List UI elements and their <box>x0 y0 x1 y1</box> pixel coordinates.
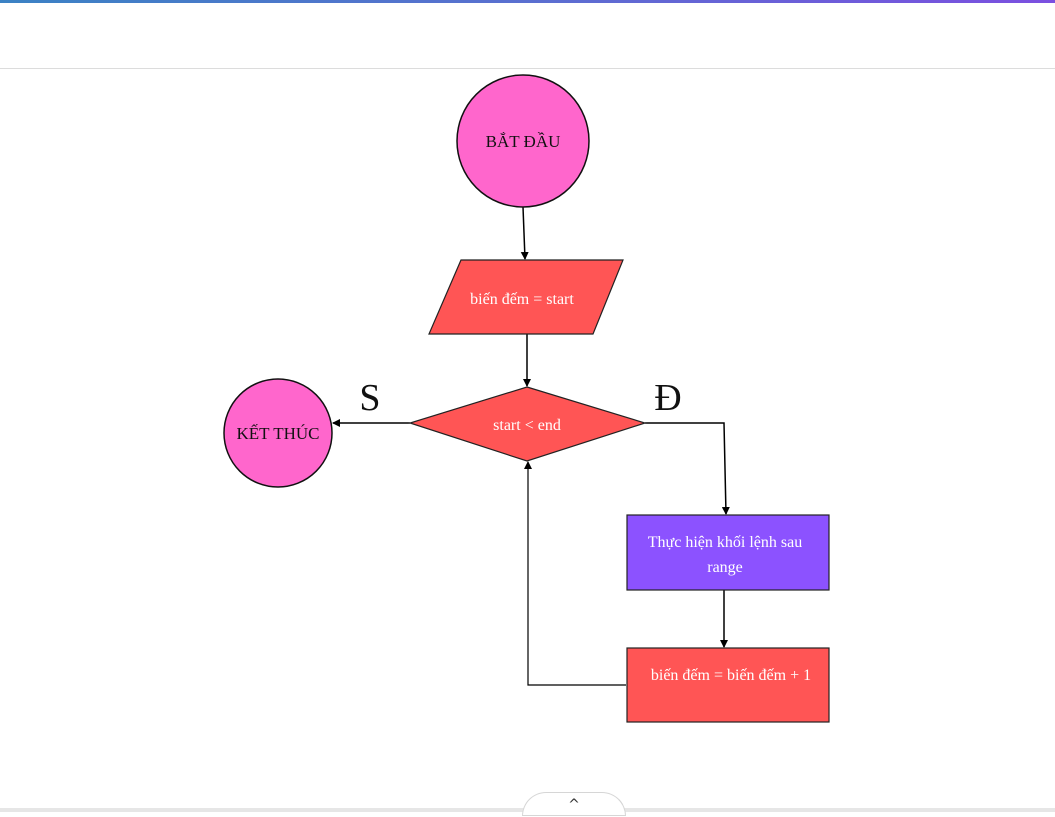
chevron-up-icon: ^ <box>568 797 580 813</box>
edge-start-to-init <box>520 206 529 260</box>
edge-increment-to-condition <box>524 461 626 686</box>
edge-condition-to-body <box>645 422 730 515</box>
condition-node[interactable] <box>408 386 648 462</box>
end-node[interactable] <box>223 378 333 488</box>
collapse-handle-button[interactable]: ^ <box>522 792 626 816</box>
true-branch-label: Đ <box>654 377 681 419</box>
false-branch-label: S <box>359 377 380 419</box>
body-node-label-line2: range <box>707 559 743 576</box>
condition-node-label: start < end <box>493 417 561 434</box>
start-node[interactable] <box>456 74 590 208</box>
start-node-label: BẮT ĐẦU <box>486 132 561 151</box>
increment-node[interactable] <box>626 647 830 723</box>
init-node[interactable] <box>428 259 624 335</box>
end-node-label: KẾT THÚC <box>237 424 320 443</box>
body-node[interactable] <box>626 514 830 591</box>
top-accent-bar <box>0 0 1055 3</box>
body-node-label-line1: Thực hiện khối lệnh sau <box>648 534 802 551</box>
toolbar-area <box>0 3 1055 69</box>
increment-node-label: biến đếm = biến đếm + 1 <box>651 667 811 684</box>
init-node-label: biến đếm = start <box>470 291 574 308</box>
